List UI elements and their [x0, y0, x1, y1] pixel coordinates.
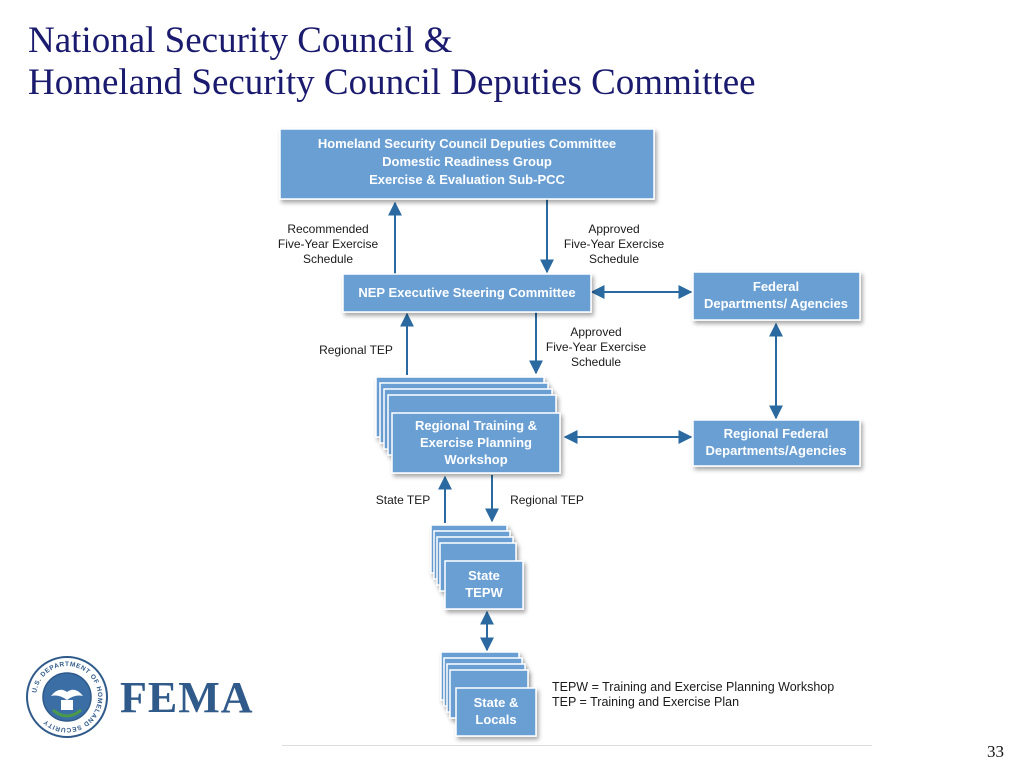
label-approved-mid-line-3: Schedule [571, 355, 621, 369]
box-workshop-line-1: Regional Training & [415, 418, 537, 433]
label-approved-top-line-2: Five-Year Exercise [564, 237, 665, 251]
label-recommended-line-3: Schedule [303, 252, 353, 266]
footer-divider [282, 745, 872, 746]
box-regional-federal-line-1: Regional Federal [724, 426, 829, 441]
box-state-tepw-stack [430, 524, 524, 610]
box-state-locals-line-2: Locals [475, 712, 516, 727]
box-federal-line-1: Federal [753, 279, 799, 294]
box-nep-executive-steering-committee [342, 273, 592, 313]
box-workshop-line-2: Exercise Planning [420, 435, 532, 450]
box-regional-federal-departments [692, 419, 861, 467]
box-hsc-deputies-committee [279, 128, 655, 200]
slide-title: National Security Council & Homeland Sec… [28, 20, 756, 104]
box-federal-line-2: Departments/ Agencies [704, 296, 848, 311]
dhs-seal-icon: U.S. DEPARTMENT OF HOMELAND SECURITY [26, 656, 108, 738]
slide-title-line-2: Homeland Security Council Deputies Commi… [28, 62, 756, 103]
box-hsc-line-1: Homeland Security Council Deputies Commi… [318, 136, 616, 151]
box-federal-departments [692, 271, 861, 321]
label-approved-top-line-1: Approved [588, 222, 639, 236]
box-state-line-2: TEPW [465, 585, 503, 600]
box-workshop-line-3: Workshop [444, 452, 507, 467]
label-regional-tep-right: Regional TEP [510, 493, 584, 507]
box-state-locals-stack [440, 651, 537, 737]
box-state-locals-line-1: State & [474, 695, 519, 710]
label-recommended-line-1: Recommended [287, 222, 368, 236]
box-hsc-line-3: Exercise & Evaluation Sub-PCC [369, 172, 565, 187]
label-state-tep: State TEP [376, 493, 430, 507]
label-approved-top-line-3: Schedule [589, 252, 639, 266]
page-number: 33 [987, 742, 1004, 761]
label-recommended-line-2: Five-Year Exercise [278, 237, 379, 251]
legend-tepw: TEPW = Training and Exercise Planning Wo… [552, 680, 834, 694]
arrows [388, 199, 783, 652]
box-regional-workshop-stack [375, 376, 561, 474]
label-approved-mid-line-2: Five-Year Exercise [546, 340, 647, 354]
box-regional-federal-line-2: Departments/Agencies [706, 443, 847, 458]
fema-wordmark: FEMA [120, 673, 254, 722]
legend-tep: TEP = Training and Exercise Plan [552, 695, 739, 709]
slide-title-line-1: National Security Council & [28, 20, 453, 61]
fema-logo: U.S. DEPARTMENT OF HOMELAND SECURITY FEM… [26, 656, 266, 738]
label-regional-tep-left: Regional TEP [319, 343, 393, 357]
label-approved-mid-line-1: Approved [570, 325, 621, 339]
box-nep-line-1: NEP Executive Steering Committee [358, 285, 575, 300]
box-hsc-line-2: Domestic Readiness Group [382, 154, 552, 169]
box-state-line-1: State [468, 568, 500, 583]
